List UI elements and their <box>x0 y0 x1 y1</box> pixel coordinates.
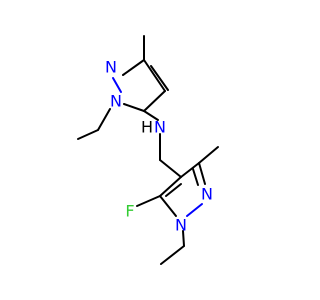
bond-c3-c4-upper-double <box>150 65 169 91</box>
bond-c5-n1-upper <box>123 103 145 112</box>
bond-c3-methyl-lower <box>198 146 219 164</box>
bond-c4-c5-upper <box>143 90 166 112</box>
bond-c5-c4-lower <box>159 176 182 197</box>
bond-c5-f <box>136 195 161 207</box>
amine-hydrogen-label: H <box>141 118 153 137</box>
bond-c3-c4-upper <box>143 59 166 92</box>
nitrogen-label-bottom-upper: N <box>201 185 213 204</box>
bond-n2-n1-lower <box>186 203 203 217</box>
bond-c5-nh <box>143 110 159 121</box>
bond-c4-c3-lower <box>180 162 200 178</box>
bond-ethyl1-upper <box>97 108 111 131</box>
bond-c3-n2-upper <box>122 59 145 76</box>
bond-n1-c5-lower <box>159 195 177 217</box>
bond-c3-n2-lower <box>198 162 206 185</box>
fluorine-label: F <box>125 202 134 221</box>
molecule-diagram: N N N H F N N <box>77 35 219 265</box>
structure-svg: N N N H F N N <box>77 35 219 265</box>
nitrogen-label-top-upper: N <box>105 58 117 77</box>
bond-c3-n2-lower-double <box>192 168 199 186</box>
bond-n-n-upper <box>112 77 122 93</box>
nitrogen-label-top-lower: N <box>110 92 122 111</box>
bond-n1-ethyl1-lower <box>182 230 185 247</box>
bond-c5-c4-lower-double <box>165 183 182 197</box>
atom-label-layer: N N N H F N N <box>105 58 213 235</box>
bond-layer <box>77 35 219 265</box>
bond-ethyl2-upper <box>77 129 99 140</box>
bond-ethyl1-ethyl2-lower <box>160 245 185 265</box>
bond-ch2-c4-lower <box>159 159 182 178</box>
amine-nitrogen-label: N <box>154 118 166 137</box>
nitrogen-label-bottom-lower: N <box>175 216 187 235</box>
